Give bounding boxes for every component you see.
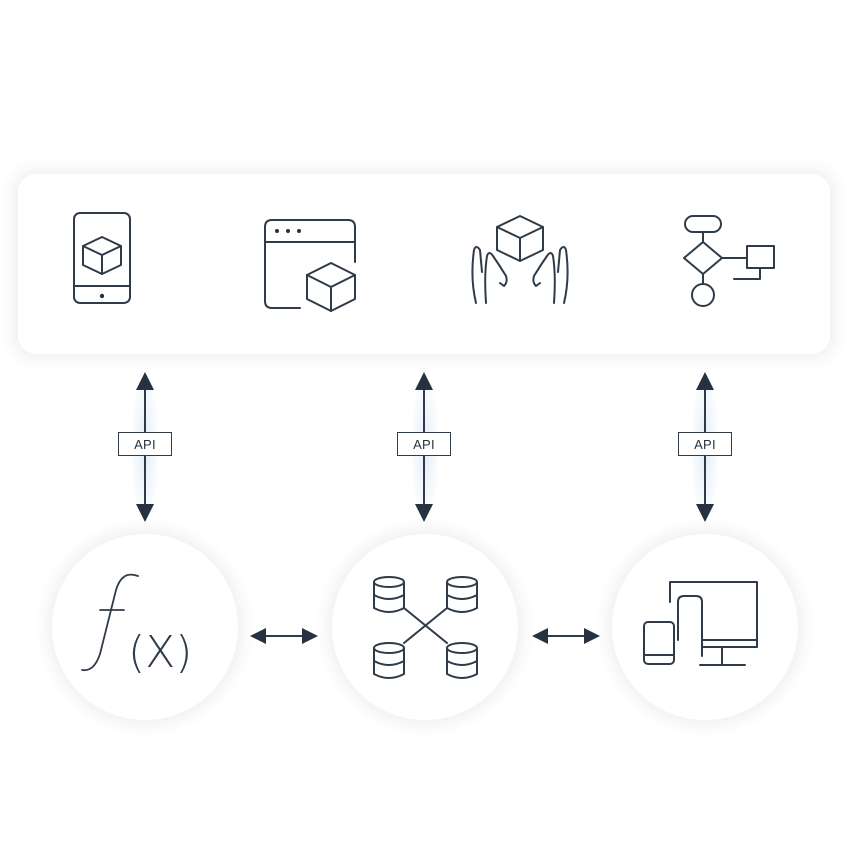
arrow-down-icon — [136, 504, 154, 522]
arrow-left-icon — [532, 628, 548, 644]
database-network-icon — [373, 576, 478, 679]
mobile-app-icon — [73, 212, 131, 304]
arrow-down-icon — [415, 504, 433, 522]
arrow-right-icon — [584, 628, 600, 644]
arrow-down-icon — [696, 504, 714, 522]
node-link-2 — [532, 628, 600, 644]
function-icon: (X) — [81, 573, 192, 678]
web-app-icon — [264, 219, 356, 312]
arrow-left-icon — [250, 628, 266, 644]
api-label: API — [678, 432, 732, 456]
function-node — [52, 534, 238, 720]
product-hands-icon — [471, 215, 569, 304]
workflow-icon — [683, 215, 775, 307]
database-icon — [446, 642, 478, 679]
arrow-up-icon — [696, 372, 714, 390]
api-label: API — [118, 432, 172, 456]
database-icon — [373, 642, 405, 679]
api-label: API — [397, 432, 451, 456]
node-link-1 — [250, 628, 318, 644]
function-x-text: (X) — [128, 627, 192, 678]
clients-panel — [18, 174, 830, 354]
arrow-up-icon — [415, 372, 433, 390]
arrow-right-icon — [302, 628, 318, 644]
database-icon — [373, 576, 405, 613]
database-icon — [446, 576, 478, 613]
multi-device-icon — [643, 581, 758, 666]
arrow-up-icon — [136, 372, 154, 390]
